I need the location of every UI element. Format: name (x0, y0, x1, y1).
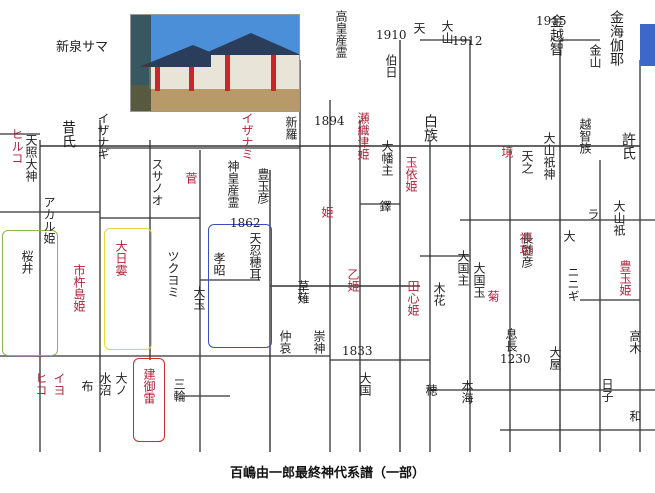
name-kaneumi: 金海伽耶 (608, 10, 624, 66)
shrine-photo (130, 14, 300, 112)
shrine-photo-image (131, 15, 299, 111)
photo-tree (131, 15, 151, 111)
name-fu: 布 (80, 380, 94, 392)
name-nikko: 日子 (600, 378, 614, 402)
group-box-yellow (104, 228, 152, 350)
name-tateyama: 大国玉 (472, 262, 486, 298)
name-kouhi: 孝昭 (212, 252, 226, 276)
name-miwa: 三輪 (172, 378, 186, 402)
photo-pillar (271, 55, 276, 91)
name-naka: 仲哀 (278, 330, 292, 354)
name-suga: 菅 (184, 172, 198, 184)
name-nagasune: 長髄彦 (520, 232, 534, 268)
name-oo: 大玉 (192, 286, 206, 310)
diagram-caption: 百嶋由一郎最終神代系譜（一部） (229, 466, 425, 481)
group-box-red (133, 358, 165, 442)
name-take: 建御雷 (142, 368, 156, 404)
name-ooyamazumi: 大山祇 (612, 200, 626, 236)
name-tsukuyomi: ツクヨミ (166, 250, 180, 298)
name-ooyama: 大山 (440, 20, 454, 44)
name-otsu: 乙姫 (346, 268, 360, 292)
name-shinra: 新羅 (284, 116, 298, 140)
name-susanoo: スサノオ (150, 158, 164, 206)
name-wa: 和 (628, 410, 642, 422)
genealogy-diagram: 新泉サマ ヒルコ 天照大神 昔氏 イザナギ イザナミ スサノオ ニニギ 瀬織津姫… (0, 10, 655, 452)
photo-pillar (225, 55, 230, 91)
year-label: 1915 (536, 14, 567, 28)
edge-tab (640, 24, 655, 66)
name-koshi: 越智族 (578, 118, 592, 154)
name-sakai: 境 (500, 146, 514, 158)
name-ra: ラ (586, 208, 600, 220)
name-ta: 大屋 (548, 346, 562, 370)
name-kinsei: 金越智 (548, 14, 564, 56)
name-sekki: 瀬織津姫 (356, 112, 370, 160)
name-mukashi: 昔氏 (60, 120, 76, 148)
name-ta2: 田心姫 (406, 280, 420, 316)
photo-shrine-wall-right (211, 55, 299, 89)
photo-roof-right (201, 33, 299, 55)
name-tenkokan: 天照大神 (24, 134, 38, 182)
name-ogura: 大幡主 (380, 140, 394, 176)
name-izanami: イザナミ (240, 112, 254, 160)
name-o2: 大国 (358, 372, 372, 396)
name-aka: アカル姫 (42, 196, 56, 244)
year-label: 1833 (342, 344, 373, 358)
name-ho: 穂 (424, 384, 438, 396)
year-label: 1230 (500, 352, 531, 366)
name-ono: 大ノ (114, 372, 128, 396)
name-amano: 天之 (520, 150, 534, 174)
year-label: 1894 (314, 114, 345, 128)
group-box-green (2, 230, 58, 356)
name-kusanagi: 草薙 (296, 280, 310, 304)
name-hime: 姫 (320, 206, 334, 218)
name-ohoyama: 大山祇神 (542, 132, 556, 180)
name-ame: 天忍穂耳 (248, 232, 262, 280)
name-takamimusubi: 高皇産霊 (334, 10, 348, 58)
photo-pillar (155, 67, 160, 91)
name-hakkai: 伯日 (384, 54, 398, 78)
name-kishi: 木花 (432, 282, 446, 306)
name-kou: 高木 (628, 330, 642, 354)
name-hiruko: ヒルコ (10, 128, 24, 164)
name-hsu: 許氏 (620, 132, 636, 160)
photo-caption-label: 新泉サマ (56, 40, 109, 55)
genealogy-lines (0, 39, 655, 452)
name-iyo: イヨ (52, 372, 66, 396)
name-ohiru: 大日孁 (114, 240, 128, 276)
name-sakura: 桜井 (20, 250, 34, 274)
name-mizu: 水沼 (98, 372, 112, 396)
name-shiragi: 白族 (422, 114, 438, 142)
name-dori: 鐸 (378, 200, 392, 212)
name-ka: 金山 (588, 44, 602, 68)
name-ninigi: ニニギ (566, 266, 580, 302)
name-kami: 神功 (518, 232, 532, 256)
name-mao: 大国主 (456, 250, 470, 286)
name-toyo: 豊玉姫 (618, 260, 632, 296)
photo-pillar (189, 67, 194, 91)
name-ichikishima: 市杵島姫 (72, 264, 86, 312)
name-toyo2: 豊玉彦 (256, 168, 270, 204)
group-box-blue (208, 224, 272, 348)
year-label: 1912 (452, 34, 483, 48)
name-honkai: 本海 (460, 380, 474, 404)
name-okinaga: 息長 (504, 328, 518, 352)
name-kurotama: 玉依姫 (404, 156, 418, 192)
name-ten: 天 (412, 22, 426, 34)
year-label: 1910 (376, 28, 407, 42)
name-oo2: 大 (562, 230, 576, 242)
name-hiko: ヒコ (34, 372, 48, 396)
year-label: 1862 (230, 216, 261, 230)
name-kamimusubi: 神皇産霊 (226, 160, 240, 208)
name-izanagi: イザナギ (96, 112, 110, 160)
name-gi: 崇神 (312, 330, 326, 354)
name-kiku: 菊 (486, 290, 500, 302)
